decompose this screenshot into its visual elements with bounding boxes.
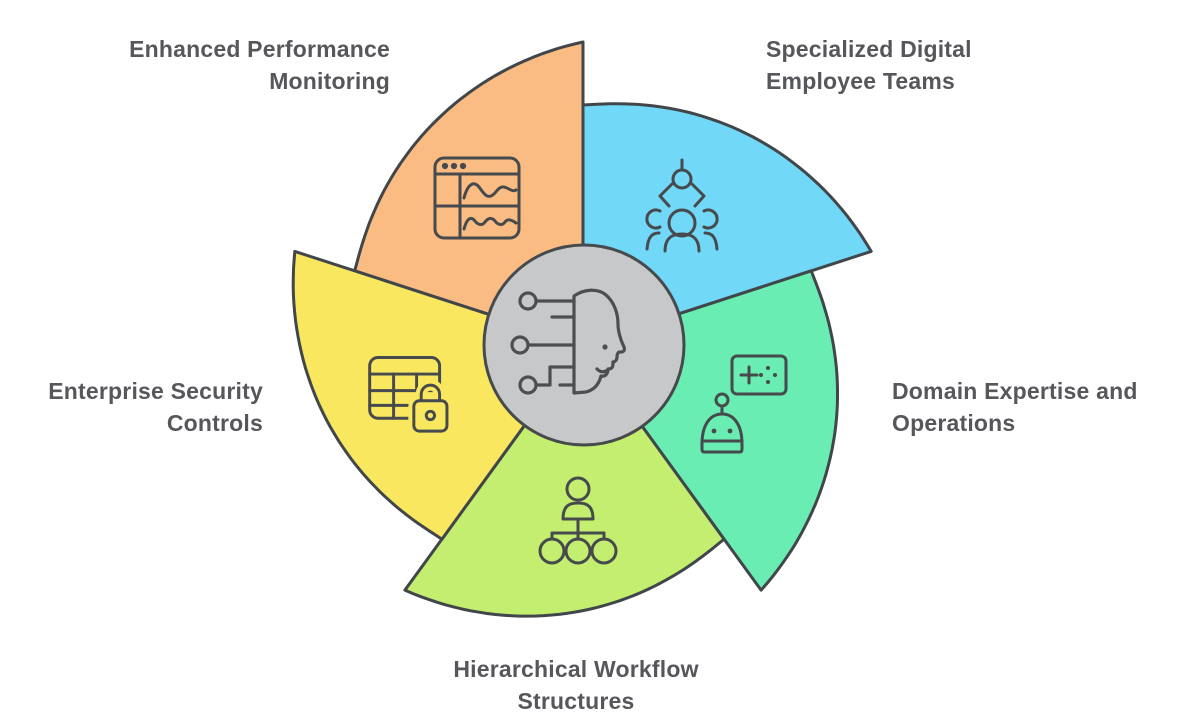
- center-hub-circle: [482, 243, 686, 447]
- claw-team-icon: [645, 158, 719, 253]
- segment-blades: [291, 40, 873, 618]
- org-chart-icon: [538, 476, 618, 565]
- robot-controller-icon: [700, 354, 788, 454]
- segment-label-hierarchical-workflow-structures: Hierarchical Workflow Structures: [453, 656, 699, 714]
- segment-label-domain-expertise-and-operations: Domain Expertise and Operations: [892, 378, 1138, 436]
- ai-head-icon: [510, 288, 626, 395]
- table-lock-icon: [368, 356, 453, 437]
- segment-label-enhanced-performance-monitoring: Enhanced Performance Monitoring: [129, 36, 390, 94]
- segment-label-specialized-digital-employee-teams: Specialized Digital Employee Teams: [766, 36, 972, 94]
- performance-monitor-icon: [433, 156, 521, 240]
- segment-label-enterprise-security-controls: Enterprise Security Controls: [48, 378, 263, 436]
